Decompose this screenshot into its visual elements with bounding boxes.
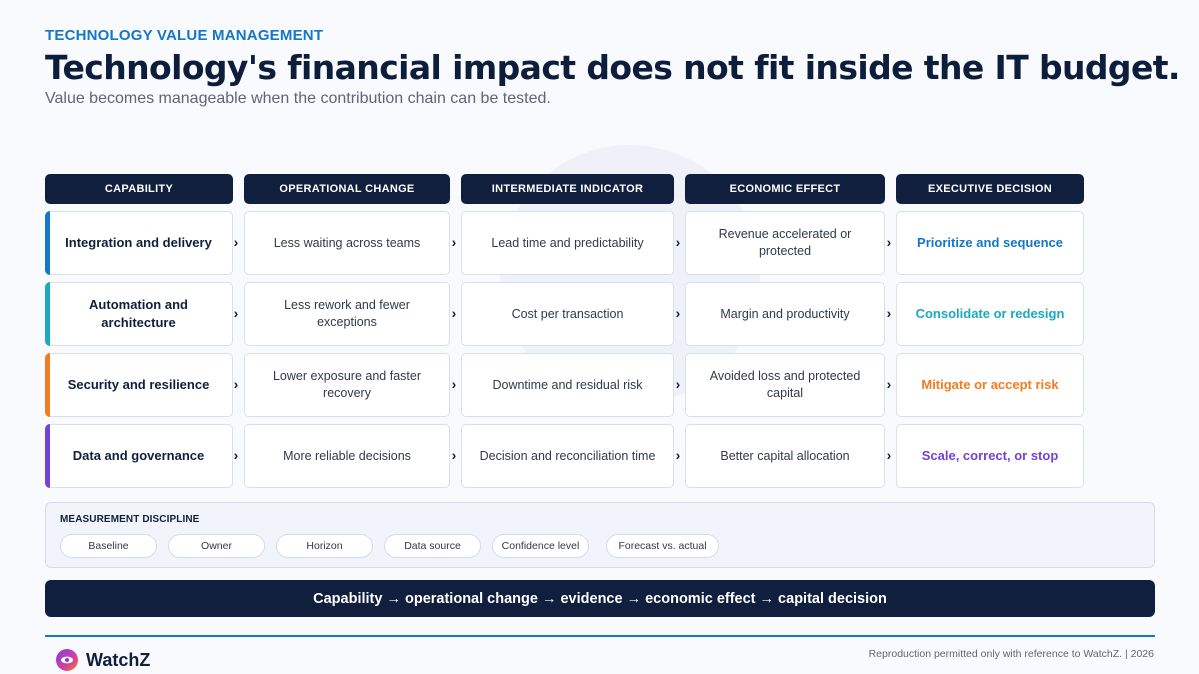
- page-subtitle: Value becomes manageable when the contri…: [45, 90, 551, 107]
- capability-label: Integration and delivery: [65, 235, 212, 251]
- row-accent-bar: [45, 211, 50, 275]
- chevron-right-icon: ›: [886, 305, 892, 321]
- footer-note: Reproduction permitted only with referen…: [868, 648, 1154, 660]
- row-accent-bar: [45, 353, 50, 417]
- chevron-right-icon: ›: [886, 234, 892, 250]
- row-accent-bar: [45, 282, 50, 346]
- indicator-cell: Lead time and predictability: [461, 211, 674, 275]
- capability-label: Security and resilience: [67, 377, 210, 393]
- chevron-right-icon: ›: [675, 447, 681, 463]
- operational-change-cell: Lower exposure and faster recovery: [244, 353, 450, 417]
- operational-change-cell: Less rework and fewer exceptions: [244, 282, 450, 346]
- indicator-cell: Decision and reconciliation time: [461, 424, 674, 488]
- brand-name: WatchZ: [86, 649, 151, 670]
- capability-cell: Security and resilience: [45, 353, 233, 417]
- chevron-right-icon: ›: [233, 305, 239, 321]
- chevron-right-icon: ›: [233, 447, 239, 463]
- column-header-economic-effect: ECONOMIC EFFECT: [685, 174, 885, 204]
- measurement-pill: Data source: [384, 534, 481, 558]
- column-header-intermediate-indicator: INTERMEDIATE INDICATOR: [461, 174, 674, 204]
- measurement-pill: Forecast vs. actual: [606, 534, 719, 558]
- page-title: Technology's financial impact does not f…: [45, 48, 1180, 87]
- column-header-executive-decision: EXECUTIVE DECISION: [896, 174, 1084, 204]
- measurement-pill: Owner: [168, 534, 265, 558]
- capability-cell: Data and governance: [45, 424, 233, 488]
- chevron-right-icon: ›: [886, 376, 892, 392]
- chevron-right-icon: ›: [233, 234, 239, 250]
- economic-effect-cell: Revenue accelerated or protected: [685, 211, 885, 275]
- chevron-right-icon: ›: [451, 447, 457, 463]
- indicator-cell: Cost per transaction: [461, 282, 674, 346]
- capability-cell: Integration and delivery: [45, 211, 233, 275]
- column-header-operational-change: OPERATIONAL CHANGE: [244, 174, 450, 204]
- capability-label: Automation and architecture: [89, 297, 188, 330]
- footer-divider: [45, 635, 1155, 637]
- row-accent-bar: [45, 424, 50, 488]
- chevron-right-icon: ›: [451, 376, 457, 392]
- measurement-discipline-panel: MEASUREMENT DISCIPLINE Baseline Owner Ho…: [45, 502, 1155, 568]
- capability-label: Data and governance: [72, 448, 205, 464]
- economic-effect-cell: Margin and productivity: [685, 282, 885, 346]
- brand-logo: WatchZ: [54, 647, 150, 673]
- operational-change-cell: More reliable decisions: [244, 424, 450, 488]
- decision-cell: Mitigate or accept risk: [896, 353, 1084, 417]
- decision-cell: Scale, correct, or stop: [896, 424, 1084, 488]
- chevron-right-icon: ›: [233, 376, 239, 392]
- column-header-capability: CAPABILITY: [45, 174, 233, 204]
- economic-effect-cell: Avoided loss and protected capital: [685, 353, 885, 417]
- decision-cell: Consolidate or redesign: [896, 282, 1084, 346]
- chevron-right-icon: ›: [675, 305, 681, 321]
- chevron-right-icon: ›: [675, 234, 681, 250]
- decision-cell: Prioritize and sequence: [896, 211, 1084, 275]
- contribution-chain-banner: Capability → operational change → eviden…: [45, 580, 1155, 617]
- measurement-discipline-label: MEASUREMENT DISCIPLINE: [60, 514, 200, 525]
- economic-effect-cell: Better capital allocation: [685, 424, 885, 488]
- operational-change-cell: Less waiting across teams: [244, 211, 450, 275]
- chevron-right-icon: ›: [675, 376, 681, 392]
- capability-cell: Automation and architecture: [45, 282, 233, 346]
- watchz-logo-icon: [56, 649, 78, 671]
- chevron-right-icon: ›: [451, 305, 457, 321]
- measurement-pill: Baseline: [60, 534, 157, 558]
- eyebrow: TECHNOLOGY VALUE MANAGEMENT: [45, 27, 324, 44]
- measurement-pill: Confidence level: [492, 534, 589, 558]
- measurement-pill: Horizon: [276, 534, 373, 558]
- chevron-right-icon: ›: [886, 447, 892, 463]
- indicator-cell: Downtime and residual risk: [461, 353, 674, 417]
- chevron-right-icon: ›: [451, 234, 457, 250]
